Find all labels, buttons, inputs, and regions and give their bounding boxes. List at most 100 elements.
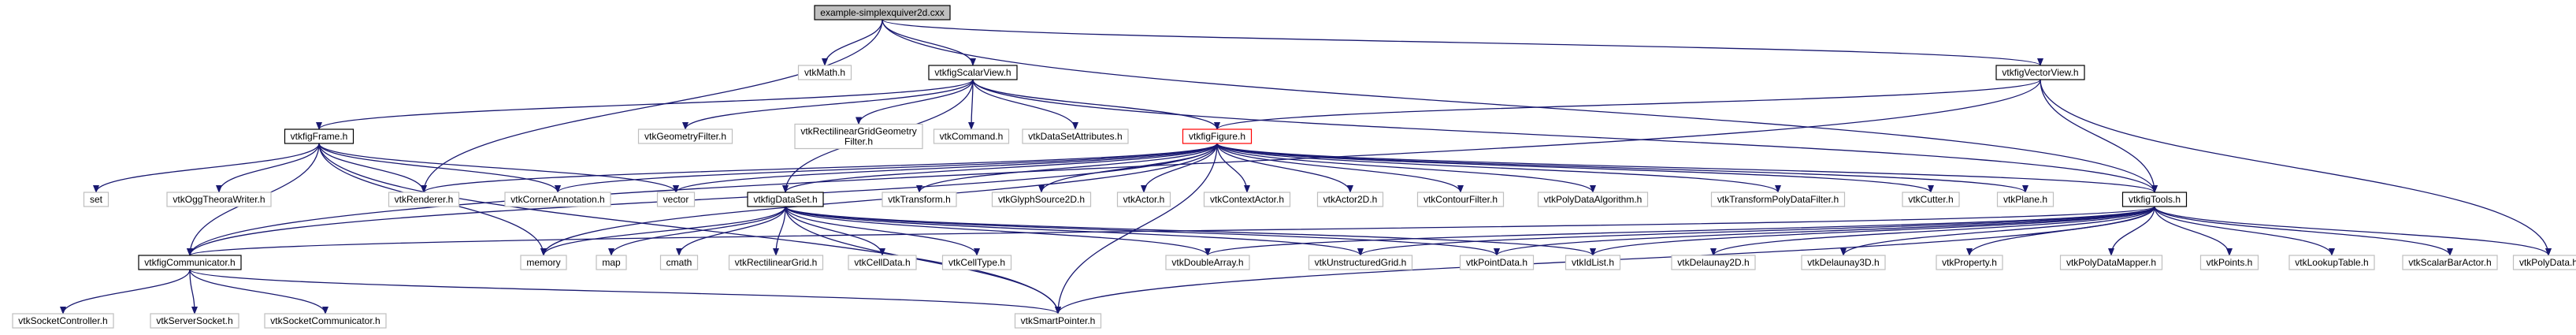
node-box <box>138 255 242 270</box>
node-label: vtkCornerAnnotation.h <box>510 194 604 205</box>
node-box <box>1014 313 1102 329</box>
node-box <box>1165 255 1250 270</box>
node-pdata: vtkPointData.h <box>1459 255 1535 270</box>
edge-ssv-fig <box>972 79 1220 130</box>
edge-frame-corner <box>318 143 561 193</box>
node-box <box>794 123 923 150</box>
edge-tools-del3 <box>1840 206 2155 256</box>
node-box <box>1182 128 1253 144</box>
node-idl: vtkIdList.h <box>1565 255 1621 270</box>
edge-frame-set <box>93 143 320 193</box>
node-sctl: vtkSocketController.h <box>12 313 114 329</box>
edge-ds-dbl <box>785 206 1211 256</box>
node-box <box>659 255 699 270</box>
node-memory: memory <box>520 255 567 270</box>
node-cut: vtkCutter.h <box>1902 192 1960 207</box>
node-ssv[interactable]: vtkfigScalarView.h <box>928 65 1018 80</box>
node-comm[interactable]: vtkfigCommunicator.h <box>138 255 242 270</box>
node-box <box>1116 192 1171 207</box>
node-glyph: vtkGlyphSource2D.h <box>991 192 1092 207</box>
edge-fig-trans <box>916 143 1218 193</box>
node-label: vtkContextActor.h <box>1210 194 1284 205</box>
node-label: vtkGlyphSource2D.h <box>998 194 1085 205</box>
node-label: vtkPoints.h <box>2207 257 2253 268</box>
edge-fig-plane <box>1216 143 2029 193</box>
node-label: vtkIdList.h <box>1572 257 1614 268</box>
node-label: vtkPlane.h <box>2003 194 2047 205</box>
edge-tools-pts <box>2154 206 2233 256</box>
node-box <box>2512 255 2576 270</box>
node-poly: vtkPolyData.h <box>2512 255 2576 270</box>
node-box <box>1308 255 1413 270</box>
edge-fig-pda <box>1216 143 1596 193</box>
edge-ssv-rlgg <box>856 79 974 125</box>
node-prop: vtkProperty.h <box>1936 255 2003 270</box>
edge-tools-pdm <box>2108 206 2155 256</box>
node-pda: vtkPolyDataAlgorithm.h <box>1537 192 1649 207</box>
node-label: vtkLookupTable.h <box>2295 257 2368 268</box>
node-geomf: vtkGeometryFilter.h <box>637 128 733 144</box>
edge-vecv-comm <box>187 79 2041 256</box>
edge-fig-comm <box>187 143 1218 256</box>
node-label: vtkDelaunay3D.h <box>1807 257 1879 268</box>
node-label: vtkfigTools.h <box>2129 194 2181 205</box>
node-frame[interactable]: vtkfigFrame.h <box>284 128 354 144</box>
node-label: vtkfigScalarView.h <box>934 67 1011 78</box>
node-act2d: vtkActor2D.h <box>1316 192 1384 207</box>
edge-tools-sba <box>2154 206 2453 256</box>
node-label: set <box>90 194 103 205</box>
node-fig[interactable]: vtkfigFigure.h <box>1182 128 1253 144</box>
node-dsa: vtkDataSetAttributes.h <box>1022 128 1129 144</box>
edge-comm-sctl <box>60 269 191 315</box>
node-map: map <box>596 255 627 270</box>
edge-comm-sptr <box>189 269 1061 315</box>
node-box <box>848 255 917 270</box>
node-tools[interactable]: vtkfigTools.h <box>2121 192 2188 207</box>
node-label: vtkOggTheoraWriter.h <box>173 194 265 205</box>
edge-tools-poly <box>2154 206 2552 256</box>
node-label: vtkTransformPolyDataFilter.h <box>1717 194 1839 205</box>
node-label: vtkfigVectorView.h <box>2002 67 2078 78</box>
edge-layer <box>60 19 2552 315</box>
node-ctype: vtkCellType.h <box>941 255 1012 270</box>
edge-ssv-dsa <box>972 79 1078 130</box>
edge-fig-memory <box>540 143 1218 256</box>
node-ds[interactable]: vtkfigDataSet.h <box>747 192 824 207</box>
edge-fig-vector <box>673 143 1218 193</box>
node-vmath: vtkMath.h <box>797 65 852 80</box>
node-pts: vtkPoints.h <box>2199 255 2259 270</box>
node-label: vtkfigFrame.h <box>291 131 348 142</box>
node-vecv[interactable]: vtkfigVectorView.h <box>1995 65 2085 80</box>
edge-comm-ssock <box>189 269 198 315</box>
node-box <box>1902 192 1960 207</box>
node-label: vtkRectilinearGridGeometry <box>800 126 916 137</box>
node-label: vtkPolyDataMapper.h <box>2066 257 2156 268</box>
node-label: cmath <box>666 257 692 268</box>
edge-tools-pdata <box>1494 206 2155 256</box>
node-box <box>991 192 1092 207</box>
node-label: vtkSmartPointer.h <box>1021 315 1096 326</box>
edge-vecv-tools <box>2040 79 2158 193</box>
node-corner: vtkCornerAnnotation.h <box>504 192 611 207</box>
node-label: vtkUnstructuredGrid.h <box>1315 257 1407 268</box>
node-label: vtkRectilinearGrid.h <box>735 257 818 268</box>
node-actor: vtkActor.h <box>1116 192 1171 207</box>
node-trans: vtkTransform.h <box>882 192 957 207</box>
edge-fig-rend <box>421 143 1218 193</box>
node-box <box>150 313 239 329</box>
node-cdata: vtkCellData.h <box>848 255 917 270</box>
node-vector: vector <box>656 192 696 207</box>
node-dbl: vtkDoubleArray.h <box>1165 255 1250 270</box>
node-box <box>388 192 460 207</box>
node-box <box>882 192 957 207</box>
edge-ds-ctype <box>785 206 980 256</box>
node-box <box>2402 255 2498 270</box>
edge-frame-vector <box>318 143 679 193</box>
node-box <box>284 128 354 144</box>
node-scomm: vtkSocketCommunicator.h <box>264 313 387 329</box>
node-box <box>933 128 1010 144</box>
node-label: vtkCellData.h <box>854 257 910 268</box>
node-label: vtkGeometryFilter.h <box>644 131 726 142</box>
node-box <box>1801 255 1886 270</box>
